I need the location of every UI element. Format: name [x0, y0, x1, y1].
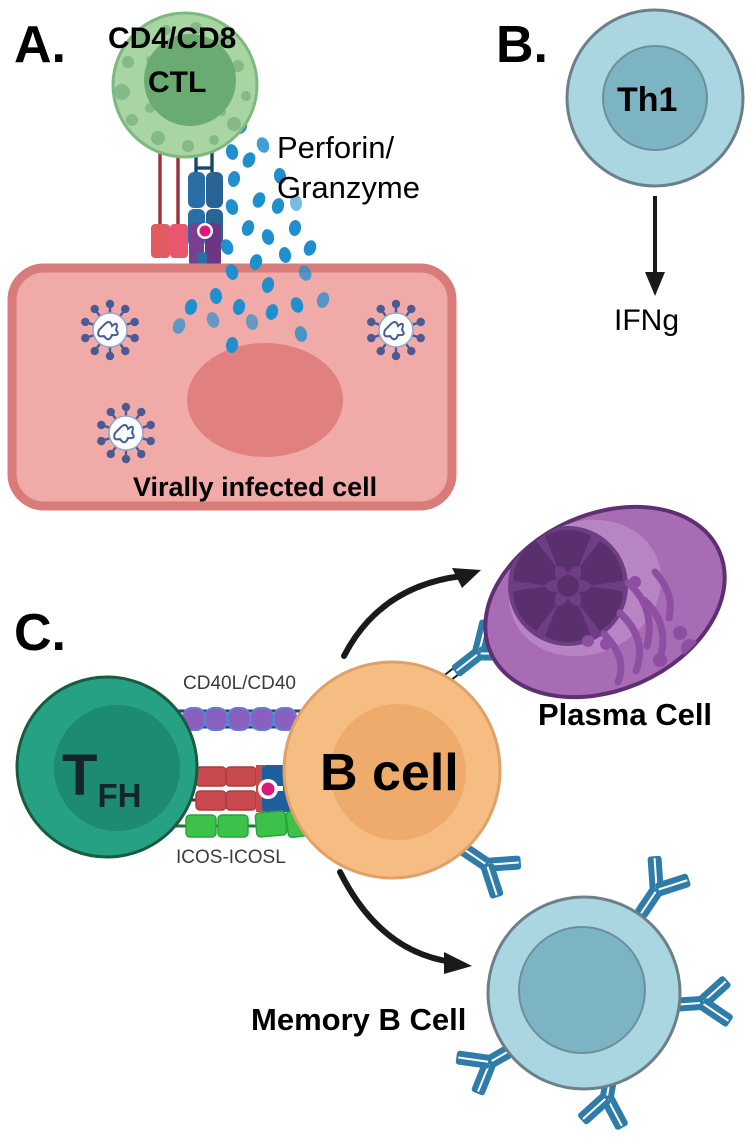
panel-b-letter: B.	[496, 16, 548, 74]
b-cell	[282, 660, 502, 880]
mhc-peptide-complex	[189, 223, 221, 268]
panel-c-letter: C.	[14, 604, 66, 662]
perforin-granzyme-label-line1: Perforin/	[277, 130, 395, 165]
memory-b-cell	[486, 895, 682, 1091]
th1-cell	[565, 8, 745, 188]
ctl-nucleus	[144, 34, 236, 126]
th1-label: Th1	[617, 81, 677, 119]
icos-icosl-label: ICOS-ICOSL	[176, 847, 286, 868]
virally-infected-cell-label: Virally infected cell	[133, 472, 377, 502]
memory-b-cell-nucleus	[518, 926, 646, 1054]
tcr-complex	[151, 224, 188, 258]
plasma-cell-nucleus	[508, 526, 628, 646]
th1-nucleus	[602, 45, 708, 151]
ctl-granules	[114, 22, 251, 152]
b-cell-label: B cell	[320, 744, 459, 802]
plasma-cell-er	[600, 568, 674, 686]
tfh-nucleus	[54, 705, 180, 831]
b-cell-nucleus	[330, 704, 466, 840]
virus-particle	[81, 299, 425, 464]
bcell-to-plasma-arrow	[341, 568, 481, 659]
bcell-to-memory-arrow	[337, 869, 472, 974]
ifng-label: IFNg	[614, 304, 679, 337]
th1-ifng-arrow	[645, 196, 665, 296]
perforin-granzyme-granules	[172, 118, 330, 353]
target-cell-nucleus	[187, 343, 343, 457]
plasma-cell	[483, 504, 727, 700]
plasma-cell-label: Plasma Cell	[538, 697, 712, 732]
ctl-cell	[111, 11, 259, 159]
tfh-label: TFH	[62, 743, 141, 814]
cd40l-cd40-label: CD40L/CD40	[183, 673, 296, 694]
tfh-cell	[15, 675, 199, 859]
perforin-granzyme-label-line2: Granzyme	[277, 170, 420, 205]
ctl-label: CTL	[148, 66, 206, 99]
panel-a-letter: A.	[14, 16, 66, 74]
memory-b-cell-label: Memory B Cell	[251, 1002, 466, 1037]
virally-infected-cell	[7, 263, 457, 511]
ctl-subset-label: CD4/CD8	[108, 22, 236, 55]
